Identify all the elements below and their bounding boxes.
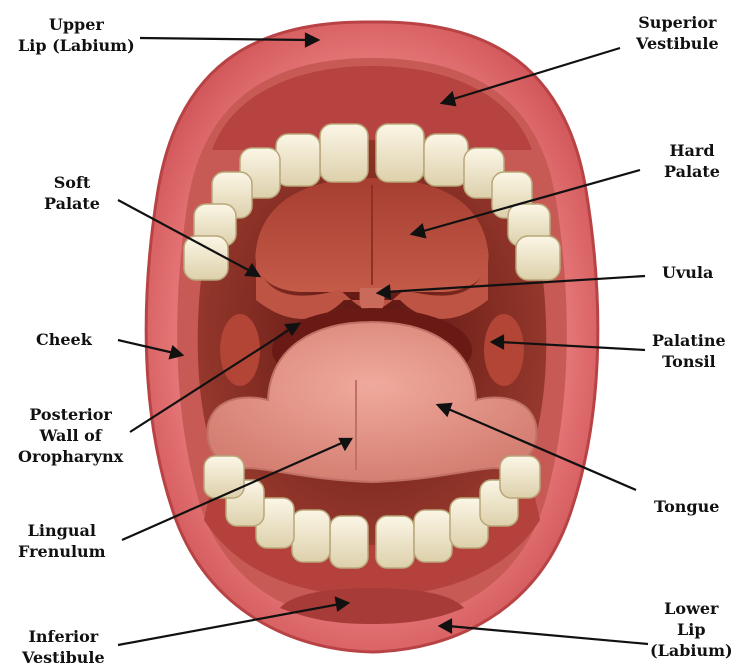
left-tonsil: [220, 314, 260, 386]
label-palatine-tonsil: Palatine Tonsil: [652, 330, 726, 372]
label-uvula: Uvula: [662, 262, 713, 283]
label-inferior-vestibule: Inferior Vestibule: [22, 626, 105, 668]
label-upper-lip: Upper Lip (Labium): [18, 14, 135, 56]
label-superior-vestibule: Superior Vestibule: [636, 12, 719, 54]
label-hard-palate: Hard Palate: [664, 140, 720, 182]
label-posterior-wall: Posterior Wall of Oropharynx: [18, 404, 123, 467]
leader-lower-lip: [448, 626, 648, 644]
label-soft-palate: Soft Palate: [44, 172, 100, 214]
label-cheek: Cheek: [36, 329, 92, 350]
label-lingual-frenulum: Lingual Frenulum: [18, 520, 106, 562]
label-lower-lip: Lower Lip (Labium): [650, 598, 733, 661]
label-tongue: Tongue: [654, 496, 719, 517]
right-tonsil: [484, 314, 524, 386]
